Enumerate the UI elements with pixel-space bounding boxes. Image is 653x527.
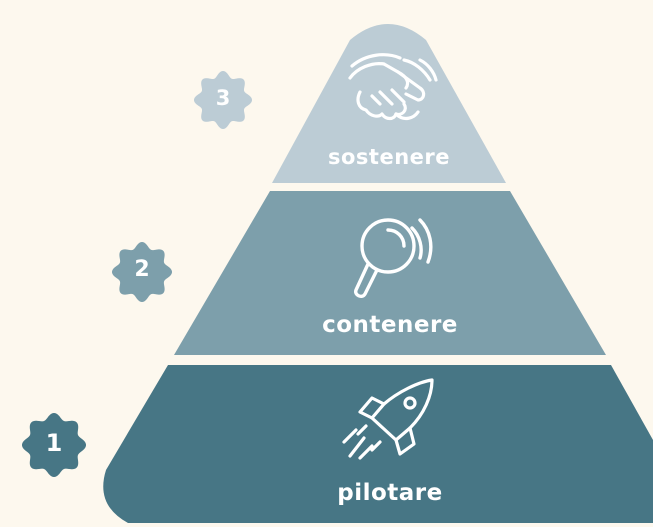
badge-1 [22, 413, 86, 477]
tier-sostenere [272, 24, 506, 183]
badge-3 [194, 71, 252, 129]
badge-shape [22, 413, 86, 477]
badge-number-2: 2 [134, 257, 150, 282]
badge-number-3: 3 [215, 86, 231, 110]
tier-label-pilotare: pilotare [337, 480, 443, 506]
tier-label-sostenere: sostenere [328, 145, 450, 169]
badge-shape [112, 242, 172, 302]
badge-2 [112, 242, 172, 302]
rocket-icon [342, 378, 434, 460]
tier-label-contenere: contenere [322, 312, 458, 338]
badge-shape [194, 71, 252, 129]
badge-number-1: 1 [45, 429, 63, 457]
magnifier-icon [354, 218, 433, 298]
handshake-icon [348, 53, 438, 121]
